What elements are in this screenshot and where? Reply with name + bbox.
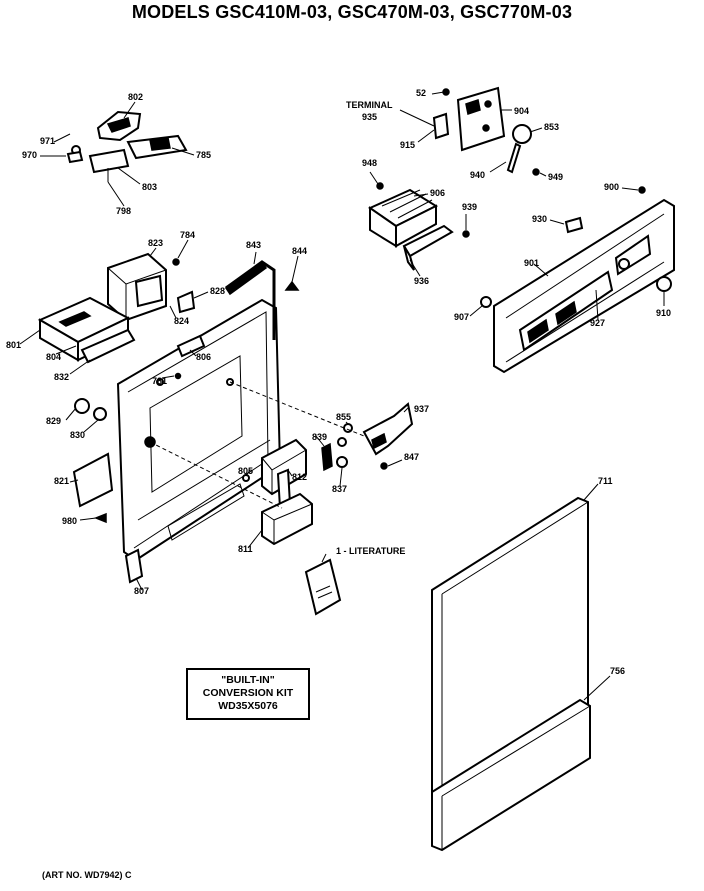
label-930: 930: [532, 214, 547, 224]
kit-line-3: WD35X5076: [218, 700, 278, 712]
label-literature: 1 - LITERATURE: [336, 546, 405, 556]
label-927: 927: [590, 318, 605, 328]
label-980: 980: [62, 516, 77, 526]
label-711: 711: [598, 476, 613, 486]
label-784: 784: [180, 230, 195, 240]
label-781: 781: [152, 376, 167, 386]
label-971: 971: [40, 136, 55, 146]
label-937: 937: [414, 404, 429, 414]
label-812: 812: [292, 472, 307, 482]
label-802: 802: [128, 92, 143, 102]
dispenser-assembly: [107, 252, 196, 322]
label-907: 907: [454, 312, 469, 322]
label-844: 844: [292, 246, 307, 256]
label-948: 948: [362, 158, 377, 168]
label-805: 805: [238, 466, 253, 476]
kick-panel: [431, 698, 591, 852]
label-915: 915: [400, 140, 415, 150]
door-latch-assembly: [37, 296, 136, 364]
label-936: 936: [414, 276, 429, 286]
control-panel: [480, 186, 675, 374]
label-801: 801: [6, 340, 21, 350]
label-52: 52: [416, 88, 426, 98]
label-939: 939: [462, 202, 477, 212]
label-821: 821: [54, 476, 69, 486]
art-number: (ART NO. WD7942) C: [42, 870, 132, 880]
label-785: 785: [196, 150, 211, 160]
label-949: 949: [548, 172, 563, 182]
switch-assembly: [66, 110, 188, 182]
label-824: 824: [174, 316, 189, 326]
leader-lines: [19, 91, 665, 701]
label-798: 798: [116, 206, 131, 216]
label-823: 823: [148, 238, 163, 248]
label-847: 847: [404, 452, 419, 462]
label-807: 807: [134, 586, 149, 596]
label-811: 811: [238, 544, 253, 554]
label-829: 829: [46, 416, 61, 426]
kit-line-1: "BUILT-IN": [221, 674, 275, 686]
literature-packet: [304, 558, 342, 616]
label-806: 806: [196, 352, 211, 362]
label-839: 839: [312, 432, 327, 442]
door-small-parts: [72, 398, 114, 524]
label-935: 935: [362, 112, 377, 122]
page-title: MODELS GSC410M-03, GSC470M-03, GSC770M-0…: [131, 2, 573, 22]
label-837: 837: [332, 484, 347, 494]
label-910: 910: [656, 308, 671, 318]
label-803: 803: [142, 182, 157, 192]
label-830: 830: [70, 430, 85, 440]
label-828: 828: [210, 286, 225, 296]
label-906: 906: [430, 188, 445, 198]
rinse-aid-assembly: [242, 438, 313, 546]
label-970: 970: [22, 150, 37, 160]
timer-assembly: [432, 86, 540, 176]
part-labels: 802 971 970 785 803 798 52 TERMINAL 935 …: [6, 88, 671, 676]
label-904: 904: [514, 106, 529, 116]
label-843: 843: [246, 240, 261, 250]
label-756: 756: [610, 666, 625, 676]
label-900: 900: [604, 182, 619, 192]
inner-door-panel: [116, 298, 282, 584]
label-940: 940: [470, 170, 485, 180]
label-832: 832: [54, 372, 69, 382]
terminal-block: [367, 182, 470, 271]
label-855: 855: [336, 412, 351, 422]
kit-line-2: CONVERSION KIT: [202, 687, 294, 699]
conversion-kit-box: "BUILT-IN" CONVERSION KIT WD35X5076: [186, 668, 310, 720]
gasket-and-spring: [174, 260, 300, 380]
label-901: 901: [524, 258, 539, 268]
label-804: 804: [46, 352, 61, 362]
label-terminal: TERMINAL: [346, 100, 393, 110]
label-853: 853: [544, 122, 559, 132]
